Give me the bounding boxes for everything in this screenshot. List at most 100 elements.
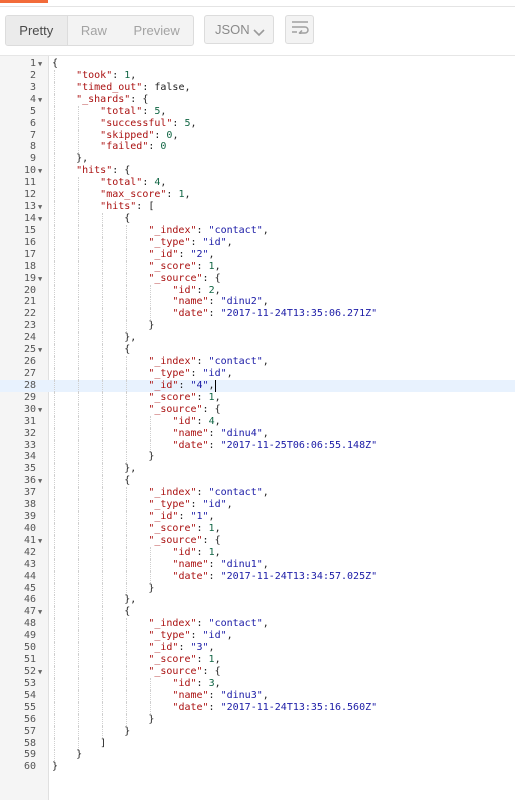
tab-raw[interactable]: Raw (80, 23, 107, 38)
line-number: 50 (23, 642, 36, 654)
line-number: 48 (23, 618, 36, 630)
indent-guide (78, 224, 80, 237)
line-number: 14 (23, 212, 36, 224)
indent-guide (78, 701, 80, 714)
line-number: 22 (23, 308, 36, 320)
line-number: 17 (23, 248, 36, 260)
indent-guide (54, 248, 55, 261)
fold-toggle-icon[interactable]: ▼ (38, 608, 43, 617)
code-text: "_id": "1", (148, 511, 215, 523)
indent-guide (102, 666, 104, 679)
indent-guide (126, 642, 128, 655)
indent-guide (54, 379, 55, 392)
indent-guide (126, 427, 128, 440)
indent-guide (102, 522, 104, 535)
line-number: 6 (29, 117, 36, 129)
code-line: 26 "_index": "contact", (0, 356, 515, 369)
line-number: 28 (23, 379, 36, 391)
indent-guide (54, 212, 55, 225)
indent-guide (126, 654, 128, 667)
code-lines: 1▼{2 "took": 1,3 "timed_out": false,4▼ "… (0, 58, 515, 773)
code-line: 24 }, (0, 332, 515, 345)
indent-guide (102, 630, 104, 643)
indent-guide (126, 689, 128, 702)
code-line: 38 "_type": "id", (0, 499, 515, 512)
fold-toggle-icon[interactable]: ▼ (38, 203, 43, 212)
fold-toggle-icon[interactable]: ▼ (38, 60, 43, 68)
code-text: "_score": 1, (148, 391, 221, 403)
code-text: } (52, 749, 83, 761)
code-line: 39 "_id": "1", (0, 511, 515, 524)
wrap-lines-button[interactable] (285, 15, 314, 44)
code-text: } (52, 713, 155, 725)
code-line: 33 "date": "2017-11-25T06:06:55.148Z" (0, 439, 515, 452)
line-number: 25 (23, 344, 36, 356)
indent-guide (102, 677, 104, 690)
indent-guide (54, 177, 55, 190)
code-text: } (52, 451, 155, 463)
indent-guide (102, 367, 104, 380)
indent-guide (78, 260, 80, 273)
line-number: 53 (23, 677, 36, 689)
indent-guide (126, 534, 128, 547)
indent-guide (102, 701, 104, 714)
format-select[interactable]: JSON (204, 15, 274, 44)
code-line: 55 "date": "2017-11-24T13:35:16.560Z" (0, 701, 515, 714)
indent-guide (78, 463, 80, 476)
indent-guide (78, 403, 80, 416)
indent-guide (54, 332, 55, 345)
response-body-editor[interactable]: 1▼{2 "took": 1,3 "timed_out": false,4▼ "… (0, 56, 515, 800)
indent-guide (54, 546, 55, 559)
line-number: 36 (23, 475, 36, 487)
line-number: 41 (23, 534, 36, 546)
fold-toggle-icon[interactable]: ▼ (38, 274, 43, 283)
indent-guide (102, 320, 104, 333)
code-line: 6 "successful": 5, (0, 117, 515, 130)
fold-toggle-icon[interactable]: ▼ (38, 214, 43, 223)
code-text: "total": 5, (100, 105, 167, 117)
line-number: 12 (23, 189, 36, 201)
fold-toggle-icon[interactable]: ▼ (38, 167, 43, 176)
indent-guide (78, 391, 80, 404)
line-number-gutter (0, 56, 49, 800)
code-text: "_source": { (148, 666, 221, 678)
indent-guide (126, 296, 128, 309)
indent-guide (102, 642, 104, 655)
fold-toggle-icon[interactable]: ▼ (38, 95, 43, 104)
indent-guide (150, 284, 152, 297)
code-text: "_index": "contact", (148, 224, 269, 236)
active-section-indicator (0, 0, 48, 3)
indent-guide (150, 415, 152, 428)
indent-guide (54, 296, 55, 309)
indent-guide (54, 320, 55, 333)
indent-guide (54, 153, 55, 166)
response-toolbar: Pretty Raw Preview JSON (0, 7, 515, 56)
code-line: 47▼ { (0, 606, 515, 619)
fold-toggle-icon[interactable]: ▼ (38, 668, 43, 677)
fold-toggle-icon[interactable]: ▼ (38, 477, 43, 486)
code-text: "skipped": 0, (100, 129, 179, 141)
code-text: "_source": { (148, 534, 221, 546)
code-text: { (52, 344, 131, 356)
indent-guide (78, 105, 80, 118)
line-number: 26 (23, 356, 36, 368)
tab-pretty[interactable]: Pretty (6, 16, 68, 45)
tab-preview[interactable]: Preview (133, 23, 180, 38)
indent-guide (126, 367, 128, 380)
line-number: 51 (23, 654, 36, 666)
indent-guide (54, 570, 55, 583)
line-number: 46 (23, 594, 36, 606)
fold-toggle-icon[interactable]: ▼ (38, 536, 43, 545)
indent-guide (54, 737, 55, 750)
indent-guide (102, 439, 104, 452)
indent-guide (78, 332, 80, 345)
indent-guide (150, 296, 152, 309)
code-line: 50 "_id": "3", (0, 642, 515, 655)
fold-toggle-icon[interactable]: ▼ (38, 346, 43, 355)
indent-guide (126, 320, 128, 333)
fold-toggle-icon[interactable]: ▼ (38, 405, 43, 414)
code-line: 52▼ "_source": { (0, 666, 515, 679)
indent-guide (78, 284, 80, 297)
line-number: 9 (29, 153, 36, 165)
indent-guide (126, 713, 128, 726)
